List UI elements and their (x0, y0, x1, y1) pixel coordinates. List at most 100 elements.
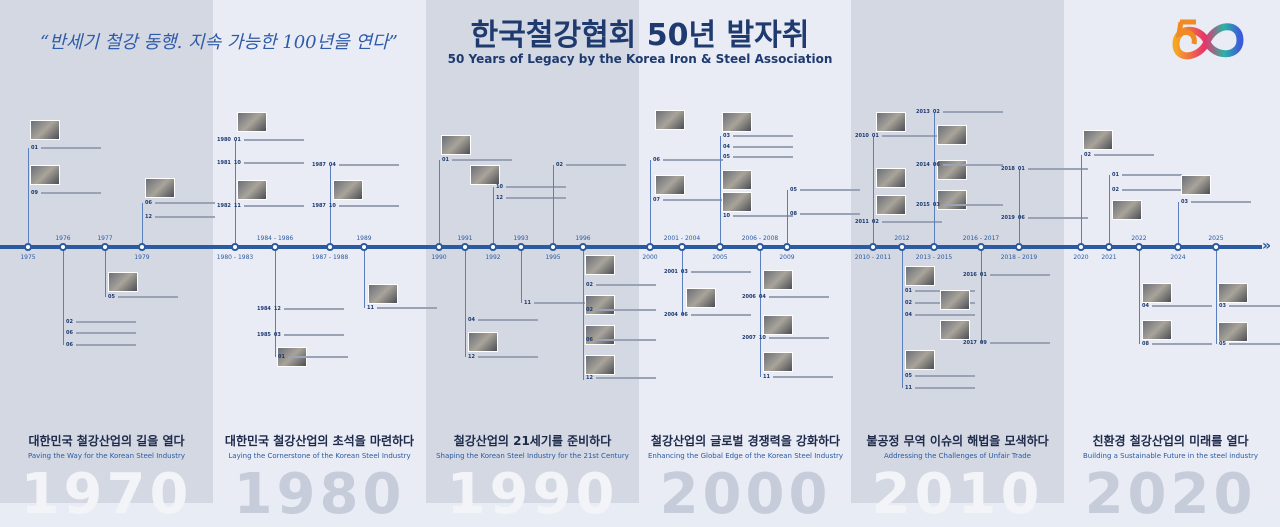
event-photo[interactable] (1142, 283, 1172, 303)
timeline-node[interactable] (461, 243, 469, 251)
event-photo[interactable] (722, 192, 752, 212)
timeline-node[interactable] (549, 243, 557, 251)
event-month: 05 (1219, 341, 1226, 347)
event-photo[interactable] (470, 165, 500, 185)
timeline-node[interactable] (977, 243, 985, 251)
timeline-event: 06 (586, 337, 656, 343)
event-month: 11 (524, 300, 531, 306)
event-photo[interactable] (937, 125, 967, 145)
event-photo[interactable] (237, 180, 267, 200)
event-photo[interactable] (722, 170, 752, 190)
event-photo[interactable] (368, 284, 398, 304)
event-photo[interactable] (876, 168, 906, 188)
timeline-event: 09 (31, 190, 101, 196)
event-month: 06 (66, 342, 73, 348)
event-photo[interactable] (1142, 320, 1172, 340)
event-year: 2016 (963, 272, 977, 278)
event-photo[interactable] (1218, 322, 1248, 342)
event-photo[interactable] (468, 332, 498, 352)
event-month: 10 (328, 203, 336, 209)
event-photo[interactable] (655, 175, 685, 195)
timeline-node[interactable] (1135, 243, 1143, 251)
event-photo[interactable] (686, 288, 716, 308)
timeline-node[interactable] (1174, 243, 1182, 251)
timeline-node[interactable] (435, 243, 443, 251)
timeline-node[interactable] (138, 243, 146, 251)
timeline-event: 01 (1112, 172, 1182, 178)
timeline-year-label: 1990 (431, 254, 447, 261)
timeline-event: 05 (790, 187, 860, 193)
timeline-node[interactable] (1212, 243, 1220, 251)
event-description (799, 213, 860, 215)
timeline-node[interactable] (579, 243, 587, 251)
slogan-quote: “반세기 철강 동행. 지속 가능한 100년을 연다” (40, 32, 398, 53)
timeline-node[interactable] (678, 243, 686, 251)
timeline-node[interactable] (783, 243, 791, 251)
event-description (1151, 343, 1212, 345)
event-photo[interactable] (1112, 200, 1142, 220)
event-photo[interactable] (905, 350, 935, 370)
timeline-node[interactable] (326, 243, 334, 251)
event-description (338, 164, 399, 166)
event-photo[interactable] (30, 120, 60, 140)
event-description (942, 204, 1003, 206)
timeline-year-label: 1977 (97, 235, 113, 242)
timeline-node[interactable] (517, 243, 525, 251)
event-photo[interactable] (585, 355, 615, 375)
event-photo[interactable] (940, 320, 970, 340)
timeline-node[interactable] (24, 243, 32, 251)
event-photo[interactable] (237, 112, 267, 132)
event-description (989, 342, 1050, 344)
event-photo[interactable] (441, 135, 471, 155)
event-photo[interactable] (876, 195, 906, 215)
timeline-node[interactable] (59, 243, 67, 251)
event-year: 2014 (916, 162, 930, 168)
timeline-node[interactable] (271, 243, 279, 251)
event-photo[interactable] (30, 165, 60, 185)
timeline-event: 10 (496, 184, 566, 190)
timeline-node[interactable] (489, 243, 497, 251)
timeline-node[interactable] (101, 243, 109, 251)
event-month: 02 (66, 319, 73, 325)
event-photo[interactable] (1181, 175, 1211, 195)
timeline-node[interactable] (1105, 243, 1113, 251)
event-photo[interactable] (145, 178, 175, 198)
event-photo[interactable] (763, 270, 793, 290)
event-photo[interactable] (763, 352, 793, 372)
section-bg-2000 (639, 0, 851, 503)
timeline-year-label: 2021 (1101, 254, 1117, 261)
section-decade: 1980 (233, 462, 406, 527)
event-photo[interactable] (1218, 283, 1248, 303)
event-photo[interactable] (333, 180, 363, 200)
event-photo[interactable] (763, 315, 793, 335)
timeline-year-label: 2006 - 2008 (741, 235, 779, 242)
event-photo[interactable] (655, 110, 685, 130)
event-description (1228, 343, 1280, 345)
timeline-node[interactable] (1077, 243, 1085, 251)
timeline-node[interactable] (716, 243, 724, 251)
event-year: 2007 (742, 335, 756, 341)
timeline-node[interactable] (898, 243, 906, 251)
timeline-node[interactable] (756, 243, 764, 251)
event-photo[interactable] (585, 255, 615, 275)
timeline-event: 02 (586, 282, 656, 288)
event-photo[interactable] (1083, 130, 1113, 150)
event-photo[interactable] (905, 266, 935, 286)
event-description (75, 332, 136, 334)
event-photo[interactable] (722, 112, 752, 132)
event-month: 04 (758, 294, 766, 300)
timeline-node[interactable] (930, 243, 938, 251)
event-photo[interactable] (108, 272, 138, 292)
timeline-event: 05 (905, 373, 975, 379)
timeline-node[interactable] (646, 243, 654, 251)
timeline-node[interactable] (231, 243, 239, 251)
event-month: 09 (979, 340, 987, 346)
timeline-node[interactable] (869, 243, 877, 251)
event-photo[interactable] (876, 112, 906, 132)
event-photo[interactable] (940, 290, 970, 310)
event-description (338, 205, 399, 207)
timeline-node[interactable] (360, 243, 368, 251)
timeline-node[interactable] (1015, 243, 1023, 251)
